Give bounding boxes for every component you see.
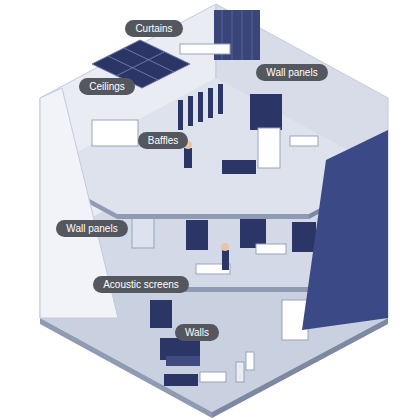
curtains xyxy=(252,10,253,60)
baffles xyxy=(188,96,193,126)
callout-label: Ceilings xyxy=(79,78,135,95)
first-floor-furniture xyxy=(222,250,229,270)
second-floor-furniture xyxy=(92,120,138,146)
curtains xyxy=(242,10,243,60)
ground-floor-furniture xyxy=(200,372,226,382)
ground-floor-furniture xyxy=(246,352,254,370)
callout-text: Ceilings xyxy=(89,80,125,93)
callout-label: Walls xyxy=(175,324,219,341)
outer-wall-right xyxy=(302,130,388,330)
ground-floor xyxy=(40,318,212,418)
curtains xyxy=(232,10,233,60)
first-floor-furniture xyxy=(221,243,229,251)
baffles xyxy=(208,88,213,118)
callout-text: Wall panels xyxy=(66,222,117,235)
second-floor-furniture xyxy=(184,148,192,168)
ground-floor-furniture xyxy=(150,300,308,382)
callout-text: Baffles xyxy=(148,134,178,147)
second-floor xyxy=(117,214,309,219)
baffles xyxy=(178,84,223,130)
callout-text: Acoustic screens xyxy=(103,278,179,291)
first-floor-furniture xyxy=(292,222,316,252)
roof-solar-panels xyxy=(116,52,164,76)
ground-floor-furniture xyxy=(166,356,200,366)
outer-wall-right xyxy=(302,130,388,330)
second-floor-furniture xyxy=(290,136,318,146)
lobby-sofa xyxy=(236,362,244,382)
lobby-sofa xyxy=(164,362,244,386)
curtains xyxy=(180,44,230,54)
first-floor-furniture xyxy=(132,210,316,274)
callout-label: Wall panels xyxy=(256,64,327,81)
second-floor-furniture xyxy=(258,128,280,168)
lobby-sofa xyxy=(164,374,198,386)
first-floor-furniture xyxy=(256,244,286,254)
callout-label: Baffles xyxy=(138,132,188,149)
baffles xyxy=(218,84,223,114)
second-floor-furniture xyxy=(222,160,256,174)
callout-label: Curtains xyxy=(125,20,182,37)
callout-label: Acoustic screens xyxy=(93,276,189,293)
second-floor-furniture xyxy=(250,94,282,130)
curtains xyxy=(180,10,260,60)
first-floor-furniture xyxy=(240,214,266,248)
callout-label: Wall panels xyxy=(56,220,127,237)
baffles xyxy=(198,92,203,122)
callout-text: Curtains xyxy=(135,22,172,35)
baffles xyxy=(178,100,183,130)
second-floor-furniture xyxy=(92,94,318,174)
first-floor-furniture xyxy=(186,220,208,250)
callout-text: Walls xyxy=(185,326,209,339)
ground-floor-furniture xyxy=(150,300,172,328)
callout-text: Wall panels xyxy=(266,66,317,79)
